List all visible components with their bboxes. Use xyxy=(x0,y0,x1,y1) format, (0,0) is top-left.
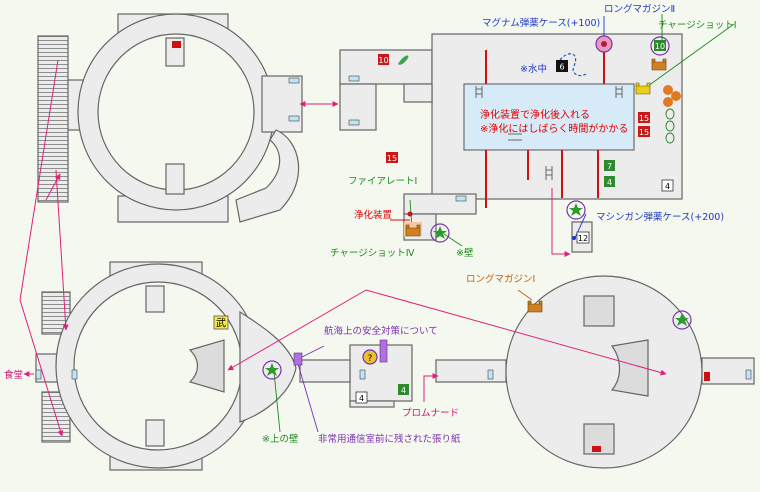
label-dining: 食堂 xyxy=(4,369,23,381)
label-long-magazine-2: ロングマガジンⅡ xyxy=(604,3,675,15)
purifier-dot xyxy=(407,211,413,217)
chest-icon xyxy=(405,224,421,237)
document-question-mark: ? xyxy=(368,354,373,364)
door xyxy=(745,369,752,380)
mg-ammo-dot xyxy=(572,236,576,240)
label-wall-note: ※壁 xyxy=(456,247,474,259)
lower-right-room xyxy=(505,275,755,469)
crate-7 xyxy=(604,160,615,171)
crate-15 xyxy=(638,126,650,137)
ladders xyxy=(475,86,623,180)
star-ring xyxy=(430,223,450,243)
door xyxy=(359,369,366,380)
herb-icon xyxy=(398,55,409,65)
magnum-ammo-dot xyxy=(601,41,607,47)
door xyxy=(348,75,360,82)
star-icon xyxy=(433,226,447,239)
document-icon xyxy=(362,349,378,365)
red-door xyxy=(704,372,710,381)
crate-12 xyxy=(576,231,590,244)
crate-4-white xyxy=(661,179,674,192)
crate-15-label: 15 xyxy=(387,154,397,163)
crate-4-white-label: 4 xyxy=(665,182,670,191)
star-icon xyxy=(569,203,583,216)
orb-orange xyxy=(663,97,673,107)
crate-12-label: 12 xyxy=(578,234,588,243)
crate-10 xyxy=(378,54,389,65)
crate-15 xyxy=(638,112,650,123)
door xyxy=(455,195,467,202)
label-long-magazine-1: ロングマガジンⅠ xyxy=(466,273,535,285)
crate-4-green xyxy=(604,176,615,187)
star-icon xyxy=(265,363,279,376)
star-ring xyxy=(566,200,586,220)
crate-4-label: 4 xyxy=(607,178,612,187)
weapon-badge xyxy=(213,315,229,330)
label-underwater: ※水中 xyxy=(520,63,547,75)
labels: ロングマガジンⅡ マグナム弾薬ケース(+100) チャージショットⅠ ※水中 浄… xyxy=(4,3,737,445)
charge-shot-chest-icon xyxy=(635,82,651,95)
star-ring xyxy=(672,310,692,330)
crate-6-label: 6 xyxy=(559,63,564,72)
label-purify-note-1: 浄化装置で浄化後入れる xyxy=(480,108,590,121)
crate-15-label: 15 xyxy=(639,128,649,137)
door xyxy=(35,369,42,380)
promenade-corridor xyxy=(435,359,507,383)
route-lines xyxy=(19,59,667,437)
crate-4-label: 4 xyxy=(359,394,364,403)
chest-icon xyxy=(527,300,543,313)
label-safety-doc: 航海上の安全対策について xyxy=(324,325,438,337)
weapon-badge-label: 武 xyxy=(216,317,226,330)
crate-15-label: 15 xyxy=(639,114,649,123)
label-promenade: プロムナード xyxy=(402,408,459,419)
crate-10-label: 10 xyxy=(378,56,388,65)
red-door xyxy=(172,41,181,48)
label-purify-note-2: ※浄化にはしばらく時間がかかる xyxy=(480,122,628,135)
chest-icon xyxy=(651,58,667,71)
crate-4-white xyxy=(355,391,368,404)
label-purifier: 浄化装置 xyxy=(354,209,392,221)
orb-green xyxy=(665,120,675,132)
crate-10-green xyxy=(654,40,666,51)
label-emergency-doc: 非常用通信室前に残された張り紙 xyxy=(318,433,461,445)
orb-orange xyxy=(663,85,673,95)
door xyxy=(487,369,494,380)
crate-15 xyxy=(386,152,398,163)
star-ring xyxy=(262,360,282,380)
leader-lines xyxy=(273,14,735,433)
swim-path xyxy=(559,53,587,77)
door xyxy=(288,115,300,122)
crate-7-label: 7 xyxy=(607,162,612,171)
label-fire-rate-1: ファイアレートⅠ xyxy=(348,176,417,187)
orb-green xyxy=(665,108,675,120)
red-door xyxy=(592,446,601,452)
label-upper-wall-note: ※上の壁 xyxy=(262,433,299,445)
upper-left-room xyxy=(37,13,303,223)
label-machinegun-ammo: マシンガン弾薬ケース(+200) xyxy=(596,211,724,223)
door xyxy=(288,77,300,84)
lower-left-room xyxy=(35,261,297,471)
crate-4-green xyxy=(398,384,409,395)
door xyxy=(71,369,78,380)
orb-green xyxy=(665,132,675,144)
pool xyxy=(463,83,635,151)
note-icon xyxy=(379,339,388,363)
label-magnum-ammo: マグナム弾薬ケース(+100) xyxy=(482,17,600,29)
crate-10-green-label: 10 xyxy=(655,42,665,51)
note-icon xyxy=(293,352,303,366)
orb-orange xyxy=(671,91,681,101)
label-charge-shot-1: チャージショットⅠ xyxy=(658,20,737,31)
door xyxy=(348,119,360,126)
crate-4-label: 4 xyxy=(401,386,406,395)
star-icon xyxy=(675,313,689,326)
item-ring xyxy=(650,36,670,56)
crate-6 xyxy=(556,60,568,72)
label-charge-shot-4: チャージショットⅣ xyxy=(330,248,415,259)
